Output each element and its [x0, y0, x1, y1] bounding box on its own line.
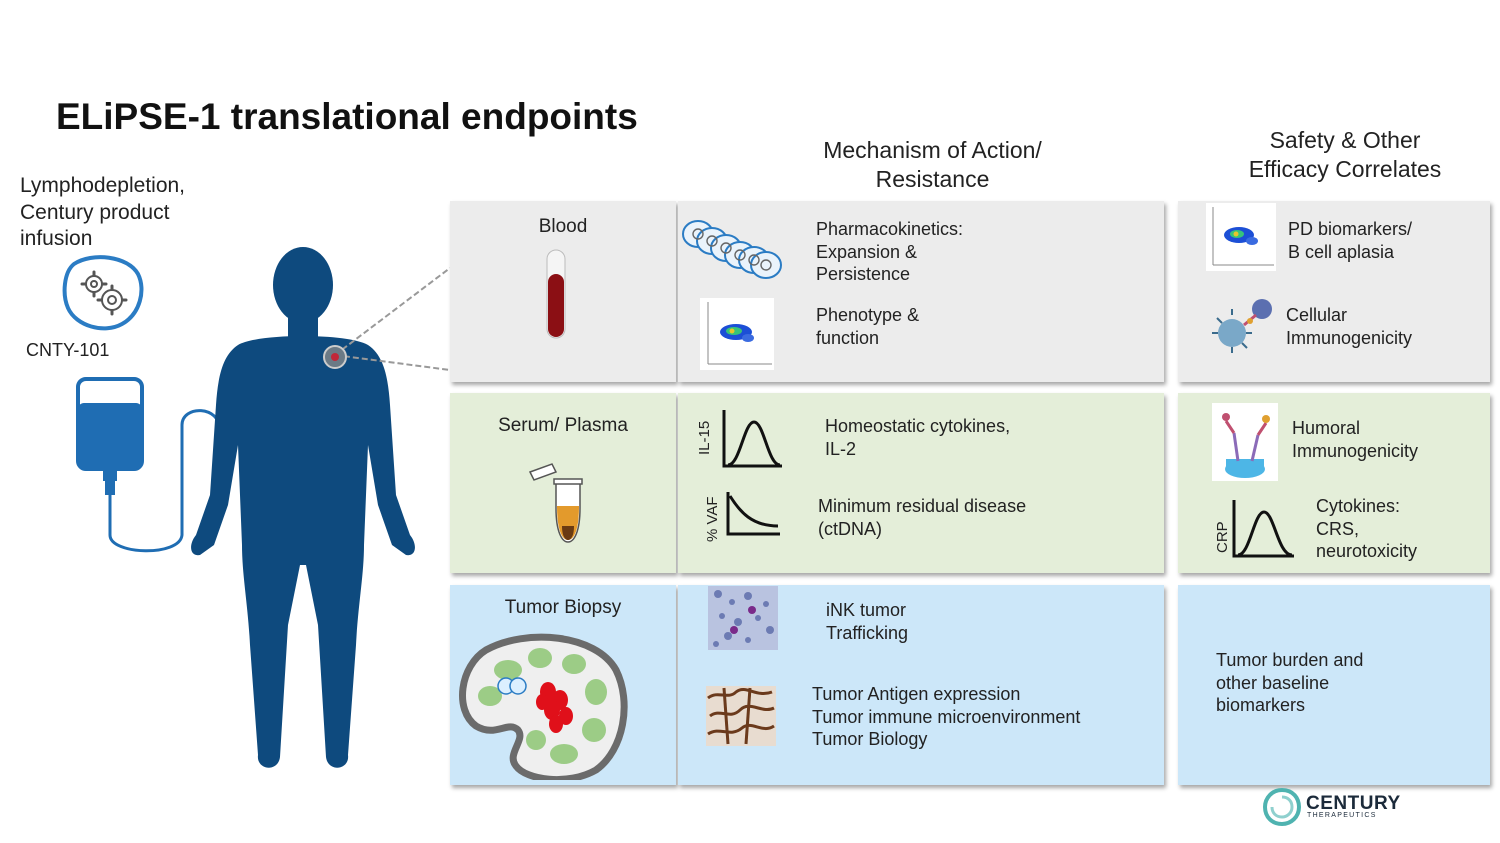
humoral-line2: Immunogenicity — [1292, 440, 1419, 461]
plasma-tube-icon — [528, 463, 583, 543]
mrd-line2: (ctDNA) — [818, 518, 882, 539]
ihc-histology-icon — [706, 686, 776, 746]
century-logo-word: CENTURY — [1306, 793, 1401, 814]
infusion-description: Lymphodepletion, Century product infusio… — [20, 173, 260, 253]
tumor-tissue-icon — [459, 633, 628, 780]
homeostatic-line1: Homeostatic cytokines, — [825, 416, 1011, 436]
cellular-immunogenicity-icon — [1212, 299, 1272, 353]
mrd-text: Minimum residual disease (ctDNA) — [818, 495, 1026, 540]
vaf-curve-chart — [726, 492, 780, 536]
iv-bag-icon — [76, 377, 222, 553]
serum-moa-panel — [678, 393, 1164, 573]
humoral-line1: Humoral — [1292, 418, 1361, 438]
antigen-line3: Tumor Biology — [812, 729, 928, 749]
humoral-immunogenicity-text: Humoral Immunogenicity — [1292, 417, 1418, 462]
product-label: CNTY-101 — [26, 340, 110, 360]
column-header-safety-line2: Efficacy Correlates — [1248, 156, 1442, 182]
infusion-line1: Lymphodepletion, — [20, 174, 186, 197]
infusion-line2: Century product — [20, 200, 170, 224]
antigen-line1: Tumor Antigen expression — [812, 684, 1021, 704]
homeostatic-line2: IL-2 — [825, 438, 857, 459]
pk-line1: Pharmacokinetics: — [816, 219, 964, 239]
phenotype-line2: function — [816, 327, 880, 348]
tumor-safety-panel — [1178, 585, 1490, 785]
cellular-line1: Cellular — [1286, 305, 1348, 325]
homeostatic-cytokines-text: Homeostatic cytokines, IL-2 — [825, 415, 1010, 460]
burden-line1: Tumor burden and — [1216, 650, 1364, 670]
cellular-line2: Immunogenicity — [1286, 327, 1413, 348]
crp-axis-label: CRP — [1214, 521, 1231, 553]
column-header-mechanism-line2: Resistance — [875, 166, 990, 192]
row-label-blood: Blood — [538, 216, 588, 237]
pd-line2: B cell aplasia — [1288, 241, 1395, 262]
burden-line2: other baseline — [1216, 672, 1330, 693]
ink-line1: iNK tumor — [826, 600, 907, 620]
pd-flow-plot-icon — [1206, 203, 1276, 271]
infusion-line3: infusion — [20, 227, 93, 250]
cellular-immunogenicity-text: Cellular Immunogenicity — [1286, 304, 1412, 349]
pk-text: Pharmacokinetics: Expansion & Persistenc… — [816, 218, 963, 286]
il15-curve-chart — [722, 410, 782, 468]
burden-line3: biomarkers — [1216, 695, 1306, 715]
pd-text: PD biomarkers/ B cell aplasia — [1288, 218, 1412, 263]
cytokines-line1: Cytokines: — [1316, 496, 1401, 516]
human-silhouette — [191, 247, 415, 768]
blood-tube-icon — [546, 249, 566, 339]
century-logo-sub: THERAPEUTICS — [1307, 812, 1377, 819]
cytokines-text: Cytokines: CRS, neurotoxicity — [1316, 495, 1417, 563]
cytokines-line2: CRS, — [1316, 518, 1360, 539]
antigen-line2: Tumor immune microenvironment — [812, 706, 1081, 727]
column-header-safety-line1: Safety & Other — [1269, 127, 1421, 153]
il15-axis-label: IL-15 — [696, 420, 713, 455]
pd-line1: PD biomarkers/ — [1288, 219, 1413, 239]
mrd-line1: Minimum residual disease — [818, 496, 1027, 516]
row-label-serum: Serum/ Plasma — [498, 415, 628, 436]
zoom-connector — [323, 267, 451, 371]
ink-line2: Trafficking — [826, 622, 909, 643]
row-label-tumor: Tumor Biopsy — [504, 597, 622, 618]
humoral-immunogenicity-icon — [1212, 403, 1278, 481]
tumor-burden-text: Tumor burden and other baseline biomarke… — [1216, 649, 1363, 717]
vaf-axis-label: % VAF — [704, 496, 721, 542]
flow-cytometry-plot-icon — [700, 298, 774, 370]
column-header-mechanism: Mechanism of Action/ Resistance — [780, 136, 1085, 194]
phenotype-line1: Phenotype & — [816, 305, 920, 325]
pk-line3: Persistence — [816, 264, 911, 284]
page-title: ELiPSE-1 translational endpoints — [56, 96, 638, 137]
column-header-safety: Safety & Other Efficacy Correlates — [1200, 126, 1490, 184]
expanding-cells-icon — [682, 220, 782, 279]
column-header-mechanism-line1: Mechanism of Action/ — [823, 137, 1042, 163]
nk-cell-icon — [62, 255, 144, 331]
tumor-antigen-text: Tumor Antigen expression Tumor immune mi… — [812, 683, 1080, 751]
pk-line2: Expansion & — [816, 241, 918, 262]
cytokines-line3: neurotoxicity — [1316, 541, 1418, 561]
crp-curve-chart — [1232, 500, 1294, 558]
phenotype-text: Phenotype & function — [816, 304, 919, 349]
ink-histology-icon — [708, 586, 778, 650]
century-logo-mark — [1262, 787, 1302, 827]
ink-trafficking-text: iNK tumor Trafficking — [826, 599, 908, 644]
